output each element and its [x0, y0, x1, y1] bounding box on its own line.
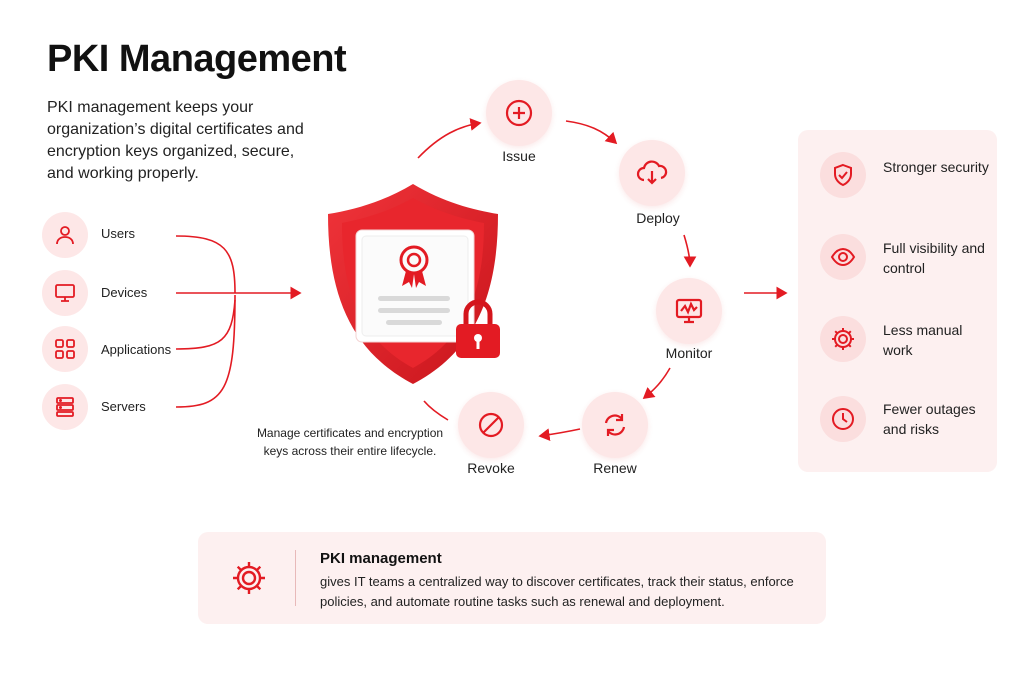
server-icon [42, 384, 88, 430]
stage-label-renew: Renew [593, 460, 637, 476]
users-connector [175, 235, 236, 294]
user-icon [42, 212, 88, 258]
benefit-label-manual-work: Less manual work [883, 322, 963, 358]
refresh-icon [582, 392, 648, 458]
lifecycle-caption: Manage certificates and encryption keys … [256, 426, 444, 458]
source-label-users: Users [101, 226, 135, 241]
summary-title: PKI management [320, 550, 442, 567]
benefit-label-security: Stronger security [883, 159, 989, 175]
shield-certificate-icon [328, 184, 500, 384]
stage-label-issue: Issue [502, 148, 536, 164]
monitor-pulse-icon [656, 278, 722, 344]
source-label-applications: Applications [101, 342, 172, 357]
revoke-icon [458, 392, 524, 458]
apps-grid-icon [42, 326, 88, 372]
clock-icon [820, 396, 866, 442]
gear-icon [233, 562, 265, 594]
source-label-servers: Servers [101, 399, 146, 414]
source-label-devices: Devices [101, 285, 148, 300]
arrow-to-monitor [683, 234, 697, 268]
intro-text: PKI management keeps your organization’s… [47, 99, 304, 182]
arrow-to-deploy [565, 120, 618, 145]
cloud-download-icon [619, 140, 685, 206]
revoke-return-line [423, 400, 449, 421]
arrow-to-renew [642, 367, 671, 399]
summary-text: gives IT teams a centralized way to disc… [320, 574, 794, 609]
arrow-to-issue [417, 118, 482, 159]
stage-label-deploy: Deploy [636, 210, 680, 226]
page-title: PKI Management [47, 38, 347, 80]
gear-icon [820, 316, 866, 362]
benefit-label-outages: Fewer outages and risks [883, 401, 976, 437]
shield-check-icon [820, 152, 866, 198]
stage-label-monitor: Monitor [665, 345, 713, 361]
summary-divider [295, 550, 296, 606]
monitor-icon [42, 270, 88, 316]
benefit-label-visibility: Full visibility and control [883, 240, 985, 276]
applications-connector [175, 299, 236, 350]
eye-icon [820, 234, 866, 280]
servers-connector [175, 294, 236, 408]
summary-box [198, 532, 826, 624]
issue-stage-icon [486, 80, 552, 146]
stage-label-revoke: Revoke [467, 460, 515, 476]
arrow-to-revoke [538, 428, 581, 441]
